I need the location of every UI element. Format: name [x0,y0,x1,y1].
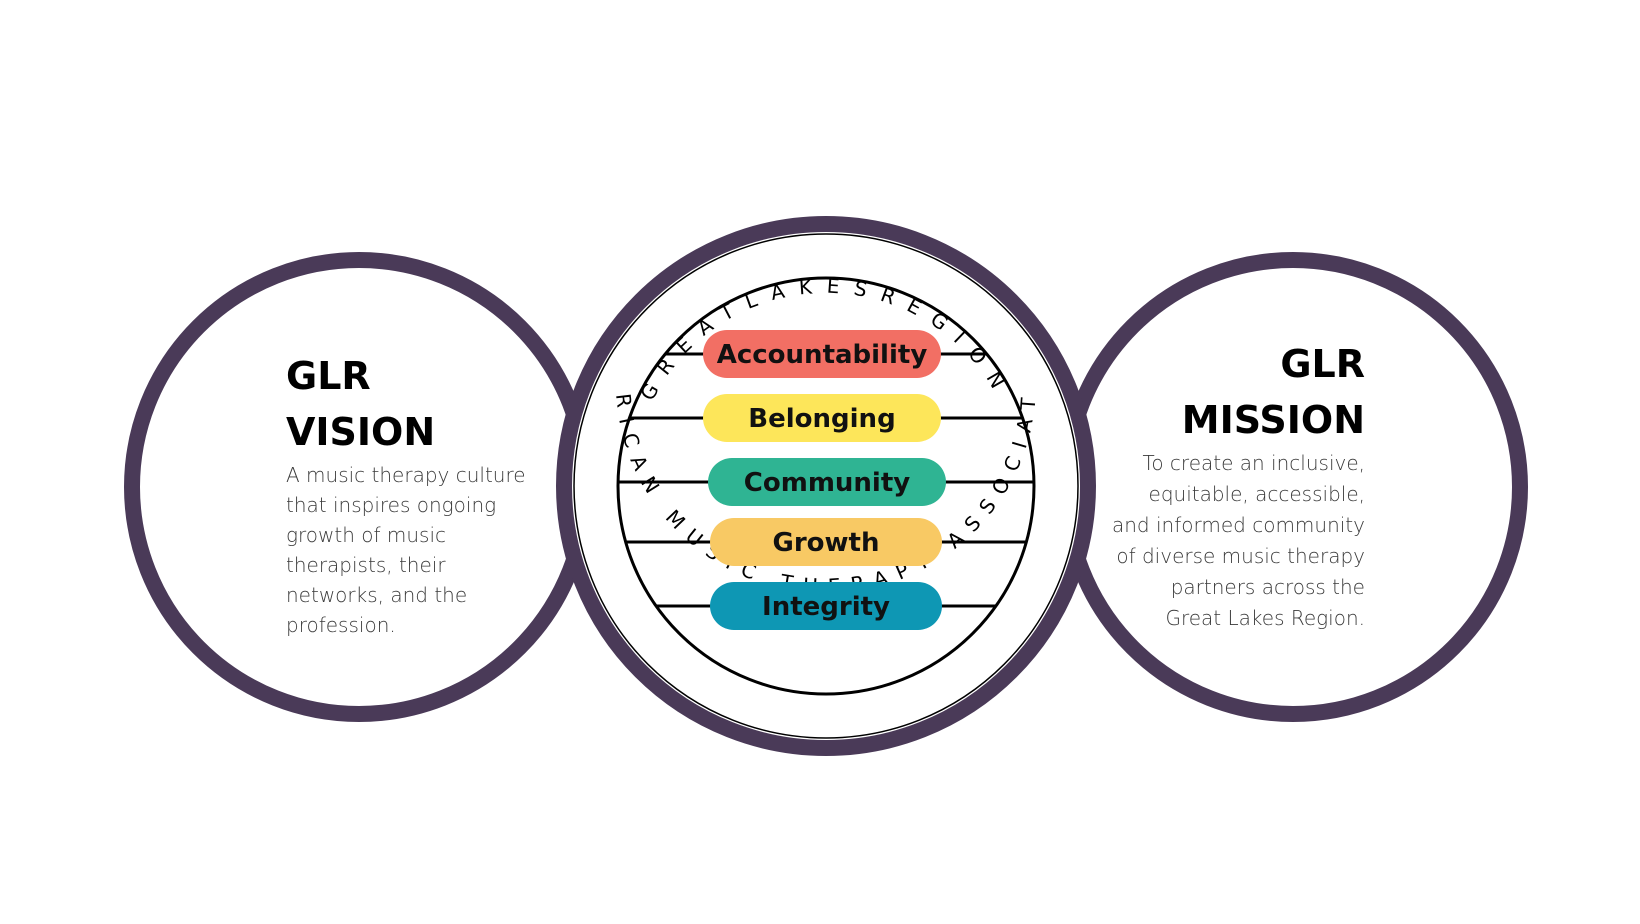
value-pill-label: Growth [773,528,880,558]
value-pill-background [703,394,941,442]
value-pill-background [710,582,942,630]
values-list: AccountabilityBelongingCommunityGrowthIn… [703,330,946,630]
value-pill-label: Belonging [748,404,895,434]
value-pill-background [703,330,941,378]
mission-title: GLR MISSION [1110,336,1365,448]
value-pill-belonging: Belonging [703,394,941,442]
emblem-edge-ring [573,233,1079,739]
mission-section: GLR MISSION To create an inclusive, equi… [1110,336,1365,634]
vision-section: GLR VISION A music therapy culture that … [286,348,536,640]
value-pill-growth: Growth [710,518,942,566]
value-pill-label: Accountability [717,340,928,370]
value-pill-accountability: Accountability [703,330,941,378]
vision-text: A music therapy culture that inspires on… [286,463,526,637]
vision-title-line2: VISION [286,410,436,454]
value-pill-integrity: Integrity [710,582,942,630]
vision-title: GLR VISION [286,348,536,460]
value-pill-community: Community [708,458,946,506]
value-pill-label: Community [744,468,910,498]
mission-text: To create an inclusive, equitable, acces… [1112,451,1365,630]
value-pill-label: Integrity [762,592,890,622]
mission-title-line1: GLR [1280,342,1365,386]
value-pill-background [708,458,946,506]
vision-title-line1: GLR [286,354,371,398]
mission-title-line2: MISSION [1181,398,1365,442]
value-pill-background [710,518,942,566]
emblem-inner-ring [616,276,1036,696]
